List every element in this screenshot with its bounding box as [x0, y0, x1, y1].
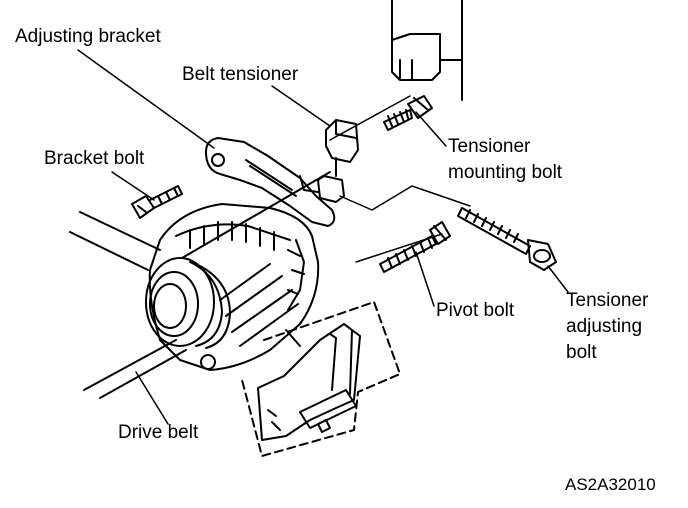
label-belt-tensioner: Belt tensioner	[182, 64, 299, 85]
label-tensioner-adjusting-bolt-line1: Tensioner	[566, 290, 649, 311]
leader-drive-belt	[135, 371, 169, 425]
leader-pivot-bolt	[415, 251, 435, 307]
label-tensioner-mounting-bolt-line2: mounting bolt	[448, 162, 563, 183]
label-adjusting-bracket: Adjusting bracket	[15, 26, 161, 47]
label-tensioner-mounting-bolt-line1: Tensioner	[448, 136, 531, 157]
label-drive-belt: Drive belt	[118, 422, 199, 443]
engine-block-fragment	[391, 0, 463, 101]
pivot-bolt-part	[379, 221, 451, 273]
tensioner-adjusting-bolt-part	[457, 207, 557, 271]
figure-code: AS2A32010	[565, 475, 656, 494]
label-pivot-bolt: Pivot bolt	[436, 300, 515, 321]
leader-lines	[77, 49, 569, 425]
drive-belt	[69, 171, 331, 399]
leader-bracket-bolt	[111, 171, 155, 201]
belt-tensioner-part	[317, 119, 359, 203]
bracket-bolt-part	[131, 185, 183, 219]
leader-tensioner-mounting-bolt	[415, 111, 447, 147]
leader-belt-tensioner	[271, 85, 331, 127]
label-bracket-bolt: Bracket bolt	[44, 148, 145, 169]
lower-bracket-part	[257, 323, 361, 441]
label-tensioner-adjusting-bolt-line3: bolt	[566, 342, 597, 363]
alternator-pulley	[145, 257, 231, 349]
adjusting-bracket-part	[205, 137, 336, 227]
leader-adjusting-bracket	[77, 49, 215, 149]
leader-tensioner-adjusting-bolt	[547, 265, 569, 293]
tensioner-mounting-bolt-part	[383, 95, 433, 131]
mounting-bracket-outline	[241, 301, 401, 457]
label-tensioner-adjusting-bolt-line2: adjusting	[566, 316, 643, 337]
alternator-part	[148, 203, 320, 371]
